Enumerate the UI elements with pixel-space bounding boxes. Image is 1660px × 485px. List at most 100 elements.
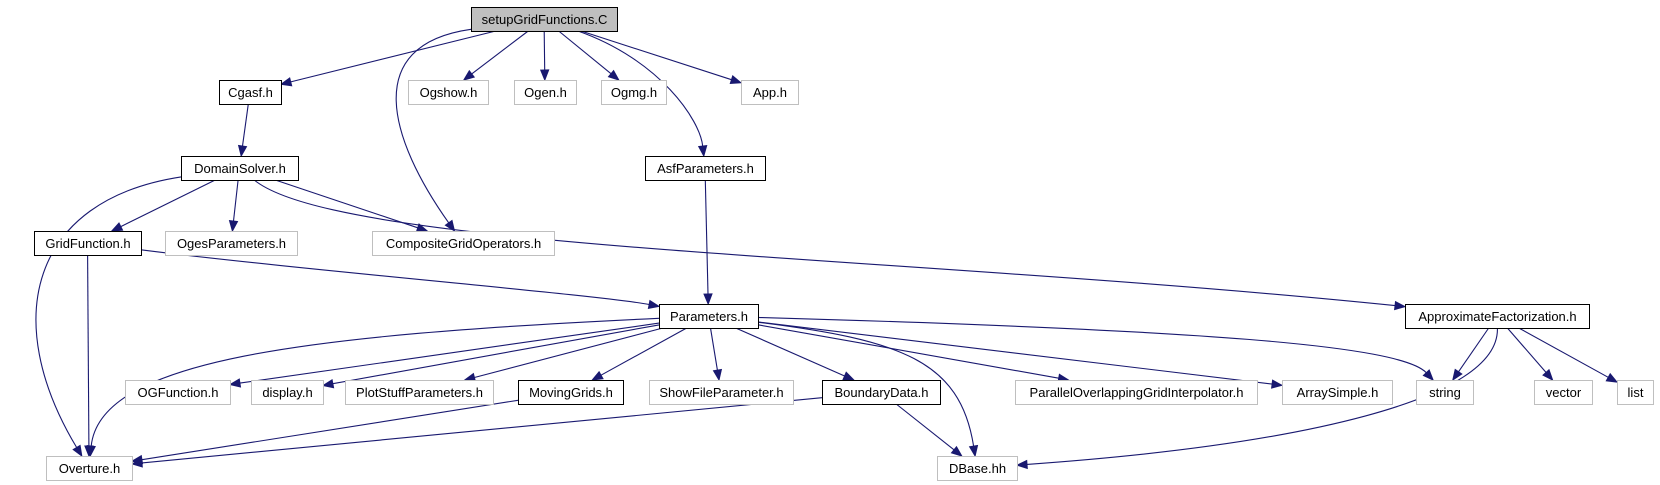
node-label: OgesParameters.h [177, 236, 286, 251]
node-list: list [1617, 380, 1654, 405]
edge-line [35, 176, 182, 448]
edge-Parameters-to-Overture [86, 317, 660, 458]
node-box [1282, 380, 1393, 405]
edge-Cgasf-to-DomainSolver [237, 103, 249, 158]
edge-ApproximateFactorization-to-list [1518, 327, 1619, 383]
node-ShowFileParameter: ShowFileParameter.h [649, 380, 794, 405]
arrowhead [130, 458, 143, 468]
edge-setupGridFunctions-to-Ogmg [558, 30, 620, 81]
edge-DomainSolver-to-Overture [35, 176, 182, 458]
node-label: string [1429, 385, 1461, 400]
edge-line [120, 179, 216, 228]
edge-line [1026, 327, 1498, 465]
edge-GridFunction-to-Overture [84, 254, 94, 458]
edge-setupGridFunctions-to-Ogen [539, 30, 550, 82]
edge-line [600, 327, 687, 376]
node-ArraySimple: ArraySimple.h [1282, 380, 1393, 405]
arrowhead [607, 69, 620, 81]
node-box [518, 380, 624, 405]
node-box [659, 304, 759, 329]
edge-line [474, 327, 663, 379]
edge-line [757, 321, 975, 447]
edges-layer [35, 28, 1619, 470]
edge-line [577, 30, 704, 147]
node-label: vector [1546, 385, 1582, 400]
node-string: string [1416, 380, 1474, 405]
node-Overture: Overture.h [46, 456, 133, 481]
edge-GridFunction-to-Parameters [140, 249, 661, 310]
node-ApproximateFactorization[interactable]: ApproximateFactorization.h [1405, 304, 1590, 329]
node-label: OGFunction.h [138, 385, 219, 400]
node-Cgasf[interactable]: Cgasf.h [219, 80, 282, 105]
arrowhead [1542, 368, 1554, 382]
node-label: display.h [262, 385, 312, 400]
arrowhead [842, 371, 856, 381]
edge-line [757, 324, 1059, 379]
edge-line [709, 327, 718, 371]
node-MovingGrids[interactable]: MovingGrids.h [518, 380, 624, 405]
arrowhead [1271, 379, 1284, 389]
arrowhead [968, 444, 979, 458]
node-label: PlotStuffParameters.h [356, 385, 483, 400]
arrowhead [697, 145, 708, 158]
node-box [1617, 380, 1654, 405]
edge-line [757, 321, 1273, 385]
arrowhead [86, 445, 96, 458]
edge-line [90, 317, 660, 447]
edge-line [580, 30, 732, 81]
edge-ApproximateFactorization-to-vector [1506, 327, 1554, 382]
arrowhead [539, 69, 550, 82]
arrowhead [703, 293, 713, 306]
node-label: AsfParameters.h [657, 161, 754, 176]
node-Ogmg: Ogmg.h [601, 80, 667, 105]
node-BoundaryData[interactable]: BoundaryData.h [822, 380, 941, 405]
edge-line [704, 179, 709, 295]
node-OgesParameters: OgesParameters.h [165, 231, 298, 256]
node-DomainSolver[interactable]: DomainSolver.h [181, 156, 299, 181]
node-AsfParameters[interactable]: AsfParameters.h [645, 156, 766, 181]
arrowhead [110, 222, 124, 232]
edge-line [141, 399, 519, 461]
nodes-layer: setupGridFunctions.C Cgasf.h Ogshow.h Ogen.… [34, 7, 1654, 481]
edge-line [1518, 327, 1609, 378]
edge-line [1458, 327, 1490, 373]
edge-line [290, 30, 496, 83]
node-label: DomainSolver.h [194, 161, 286, 176]
node-label: list [1628, 385, 1644, 400]
edge-line [241, 103, 249, 147]
node-GridFunction[interactable]: GridFunction.h [34, 231, 142, 256]
arrowhead [321, 378, 335, 389]
arrowhead [444, 219, 456, 233]
arrowhead [72, 444, 83, 458]
node-label: BoundaryData.h [835, 385, 929, 400]
edge-setupGridFunctions-to-CompositeGridOperators [395, 28, 472, 233]
node-vector: vector [1534, 380, 1593, 405]
node-label: ShowFileParameter.h [659, 385, 783, 400]
node-setupGridFunctions[interactable]: setupGridFunctions.C [471, 7, 618, 32]
edge-Parameters-to-ShowFileParameter [709, 327, 723, 382]
edge-Parameters-to-OGFunction [228, 322, 660, 388]
edge-line [895, 403, 955, 451]
node-Ogshow: Ogshow.h [408, 80, 489, 105]
edge-DomainSolver-to-GridFunction [110, 179, 216, 232]
node-box [645, 156, 766, 181]
edge-AsfParameters-to-Parameters [703, 179, 713, 306]
arrowhead [1422, 369, 1435, 381]
node-CompositeGridOperators: CompositeGridOperators.h [372, 231, 555, 256]
edge-line [239, 322, 660, 384]
edge-setupGridFunctions-to-AsfParameters [577, 30, 708, 158]
node-label: Ogen.h [524, 85, 567, 100]
edge-line [253, 179, 1396, 307]
edge-BoundaryData-to-Overture [130, 397, 823, 468]
edge-Parameters-to-DBase [757, 321, 979, 458]
node-Parameters[interactable]: Parameters.h [659, 304, 759, 329]
arrowhead [591, 370, 604, 381]
node-PlotStuffParameters: PlotStuffParameters.h [345, 380, 494, 405]
node-label: MovingGrids.h [529, 385, 613, 400]
edge-line [141, 397, 823, 464]
node-box [822, 380, 941, 405]
edge-line [332, 324, 660, 385]
arrowhead [950, 445, 963, 457]
arrowhead [279, 77, 293, 87]
